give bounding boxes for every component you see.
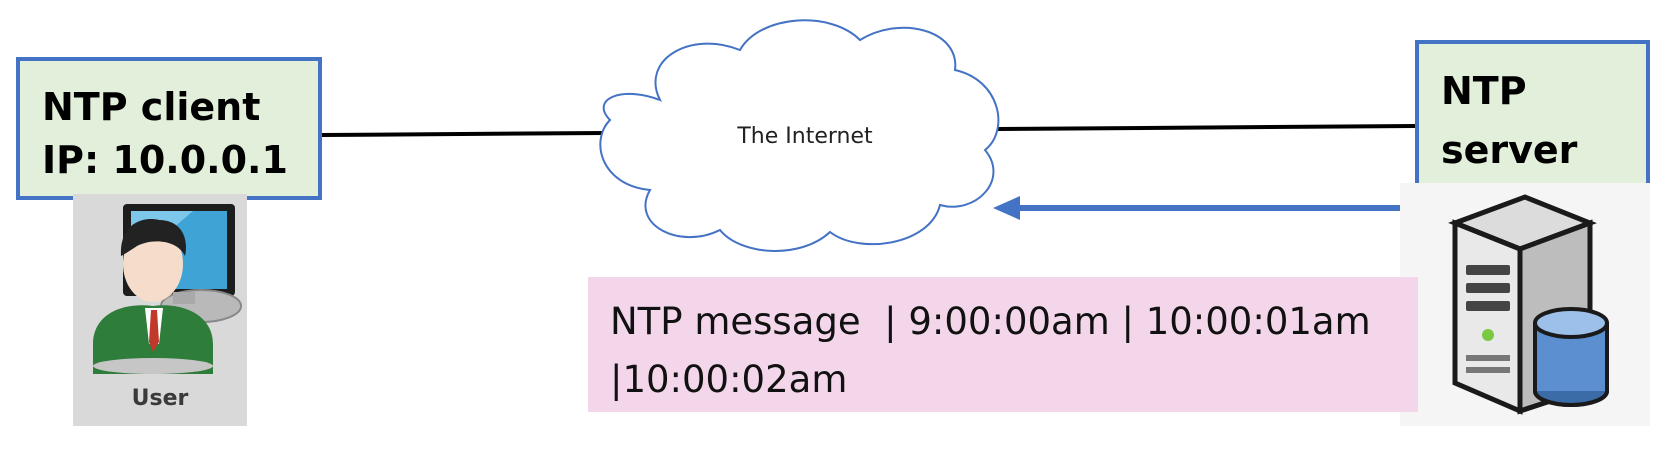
ntp-message-line2: |10:00:02am (610, 358, 848, 401)
client-ip: IP: 10.0.0.1 (42, 138, 288, 182)
internet-label: The Internet (737, 124, 873, 149)
user-computer-icon (73, 194, 247, 426)
client-name: NTP client (42, 85, 261, 129)
server-name-line2: server (1441, 128, 1578, 172)
ntp-server-box: NTP server (1415, 40, 1650, 200)
internet-to-server-link (997, 124, 1416, 131)
user-icon-label: User (131, 386, 189, 411)
server-name-line1: NTP (1441, 69, 1527, 113)
ntp-message-line1: NTP message | 9:00:00am | 10:00:01am (610, 300, 1371, 343)
ntp-client-box: NTP client IP: 10.0.0.1 (16, 57, 322, 200)
client-to-internet-link (321, 131, 605, 137)
server-database-icon (1400, 183, 1650, 426)
ntp-response-arrow (993, 196, 1400, 220)
ntp-message-box: NTP message | 9:00:00am | 10:00:01am |10… (588, 277, 1418, 412)
